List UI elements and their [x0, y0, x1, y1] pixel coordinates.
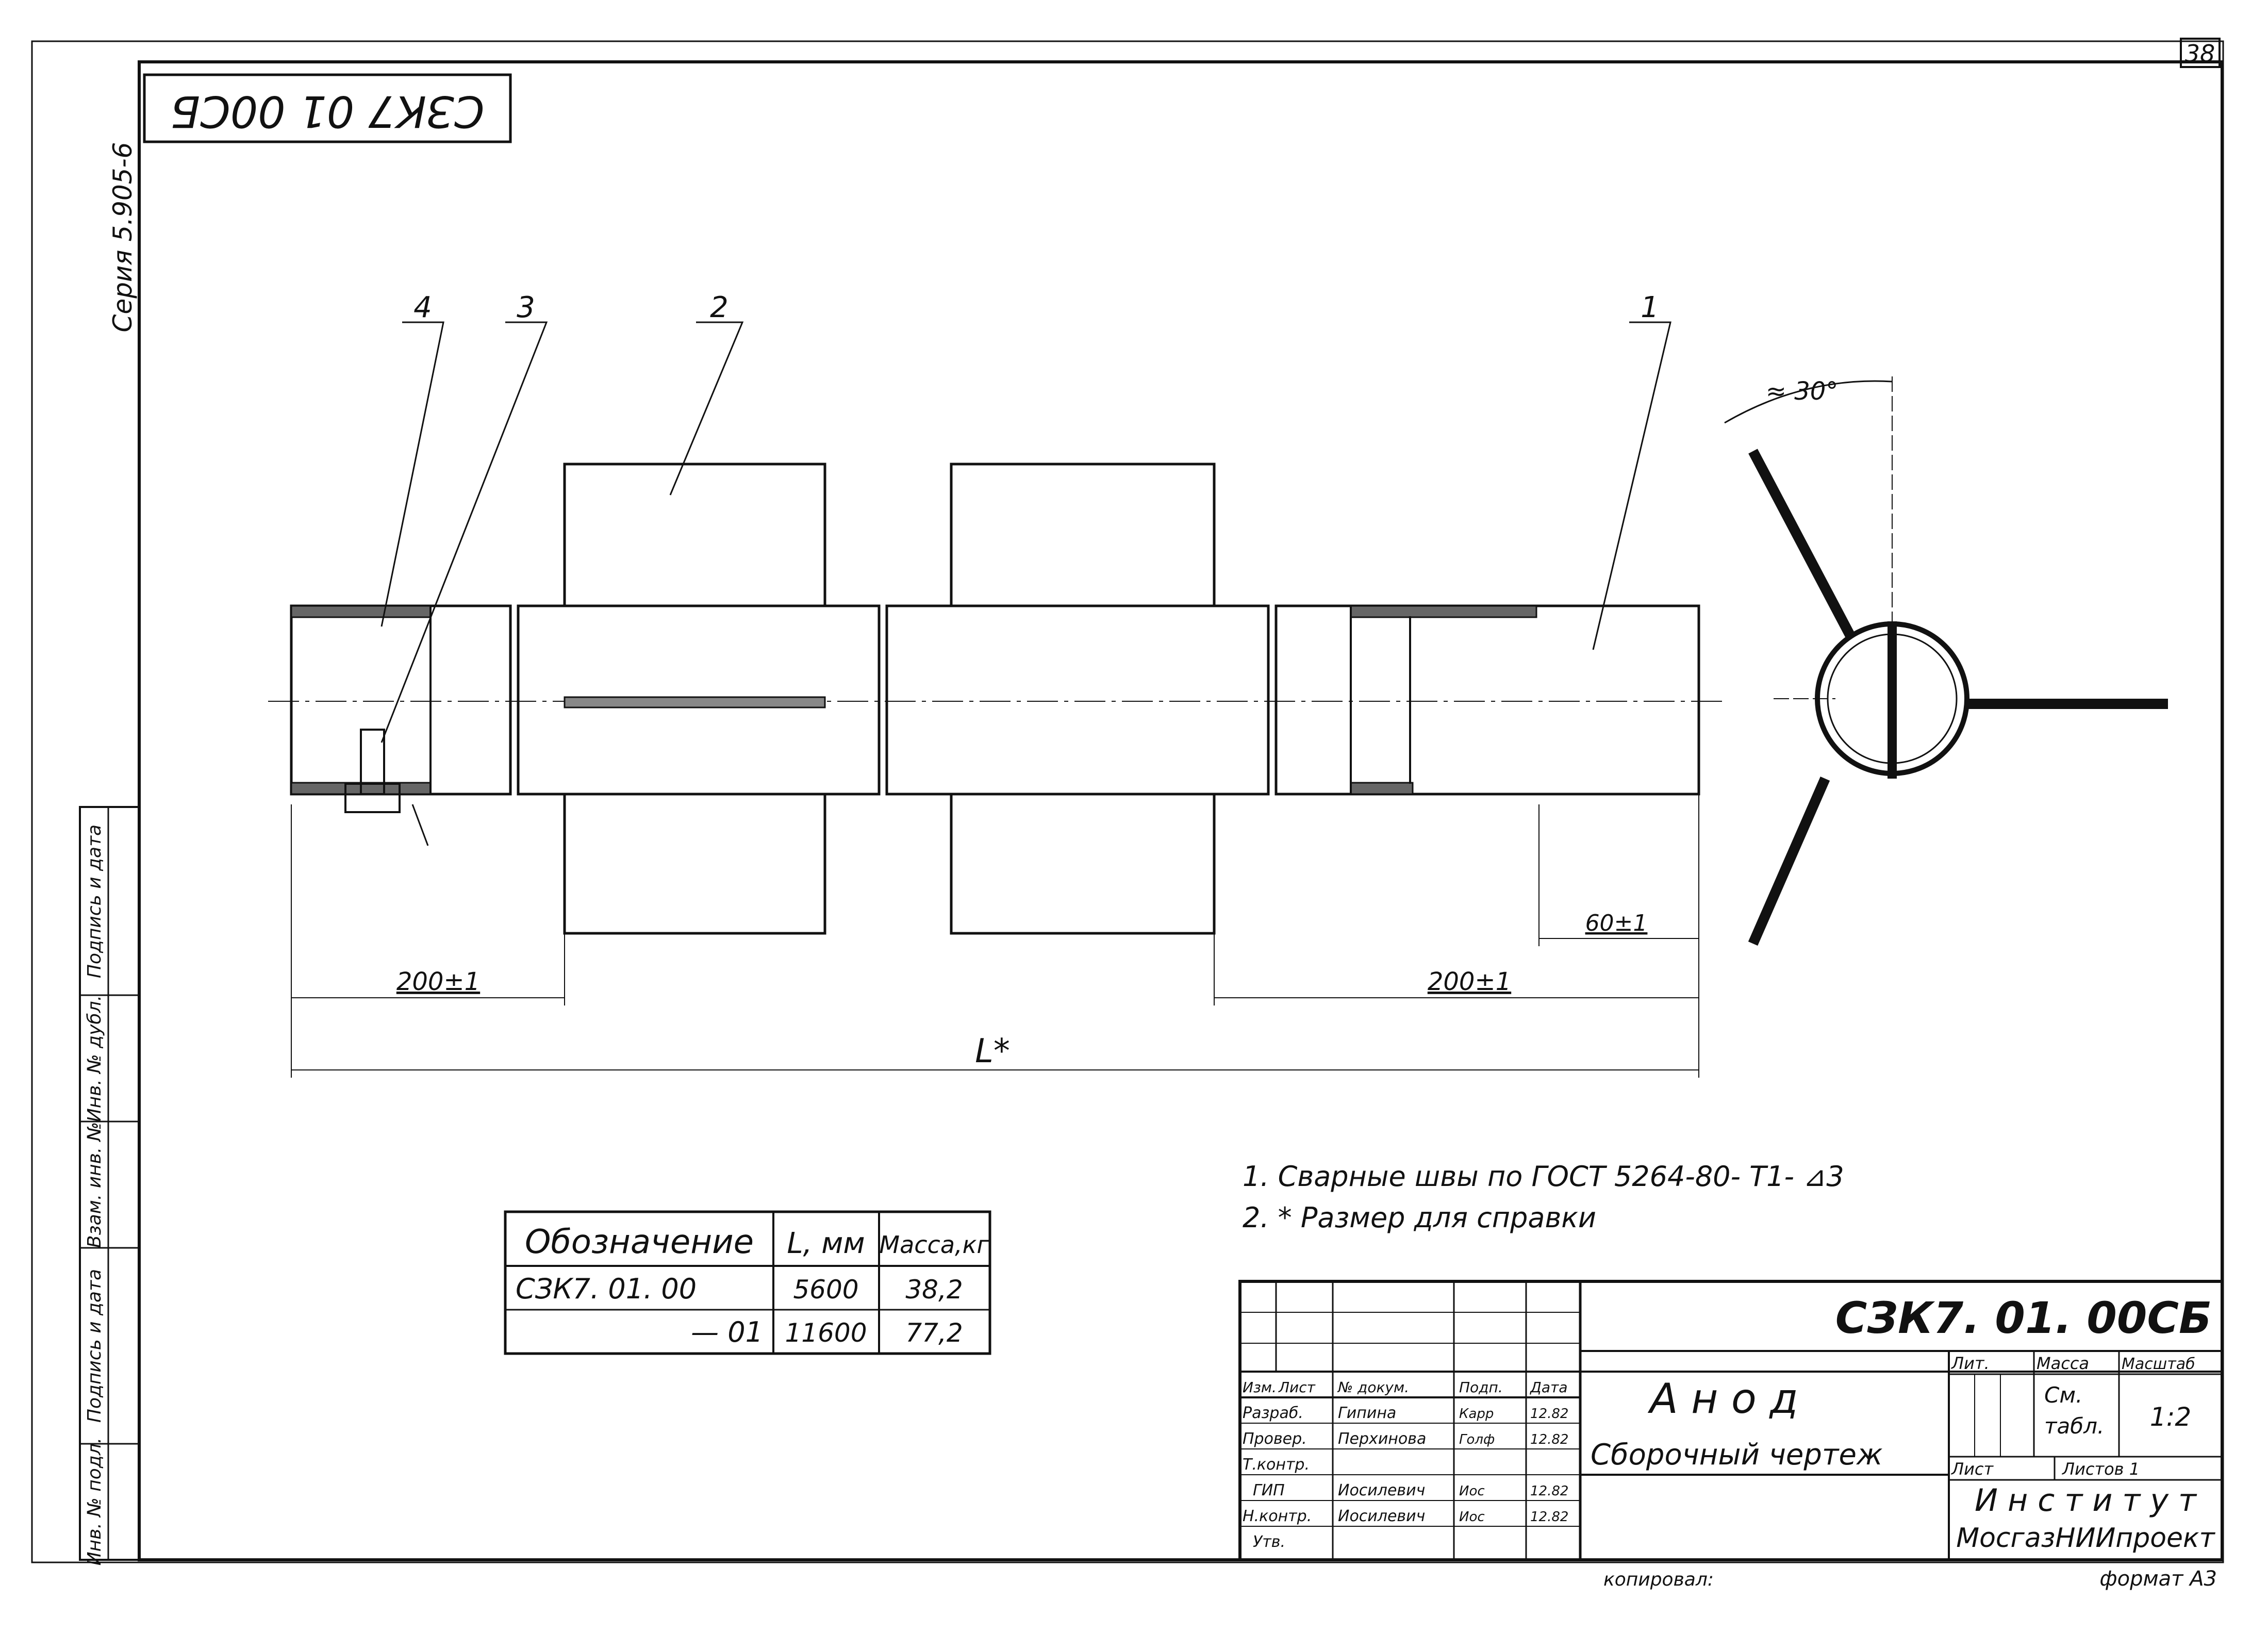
- tb-sign-5: Иос: [1459, 1509, 1485, 1525]
- dim-left-label: 200±1: [396, 967, 480, 996]
- side-label-4: Подпись и дата: [84, 1269, 105, 1423]
- tb-sign-4: Иос: [1459, 1483, 1485, 1499]
- electrode-block-bottom-1: [563, 793, 826, 935]
- tb-role-3: Т.контр.: [1243, 1456, 1310, 1474]
- tb-scale-label: Масштаб: [2122, 1355, 2195, 1373]
- series-label: Серия 5.905-6: [108, 142, 138, 333]
- tb-role-2: Провер.: [1243, 1430, 1307, 1448]
- tb-role-4: ГИП: [1253, 1481, 1285, 1499]
- title-block: [1238, 1280, 2224, 1561]
- fin-upper: [1748, 449, 1856, 639]
- tb-name-4: Иосилевич: [1338, 1481, 1425, 1499]
- side-label-2: Инв. № дубл.: [84, 995, 105, 1122]
- spec-row-1-length: 5600: [793, 1275, 858, 1305]
- angle-label: ≈ 30°: [1766, 377, 1839, 406]
- weld-seam: [564, 696, 826, 708]
- tb-role-1: Разраб.: [1243, 1404, 1303, 1422]
- tb-date-1: 12.82: [1530, 1406, 1568, 1422]
- tb-lit-label: Лит.: [1951, 1354, 1990, 1373]
- side-stamp: [79, 806, 140, 1561]
- dim-right-label: 200±1: [1428, 967, 1511, 996]
- tb-name-2: Перхинова: [1338, 1430, 1426, 1448]
- title-block-name: А н о д: [1647, 1375, 1798, 1423]
- tb-col-doc: № докум.: [1337, 1379, 1409, 1396]
- tb-date-5: 12.82: [1530, 1509, 1568, 1525]
- page-number-box: [2180, 38, 2221, 68]
- tb-mass-label: Масса: [2037, 1354, 2089, 1373]
- note-2: 2. * Размер для справки: [1243, 1201, 1596, 1234]
- tb-sheet-label: Лист: [1951, 1459, 1994, 1479]
- leader-label-2: 2: [710, 291, 729, 324]
- tb-institute-2: МосгазНИИпроект: [1956, 1523, 2215, 1554]
- tb-scale-value: 1:2: [2150, 1402, 2191, 1432]
- side-label-5: Инв. № подл.: [84, 1438, 105, 1565]
- tb-date-2: 12.82: [1530, 1432, 1568, 1447]
- pipe-right: [1274, 604, 1700, 796]
- spec-row-1-designation: СЗК7. 01. 00: [516, 1273, 697, 1305]
- leader-2: [669, 321, 744, 496]
- spec-table: [504, 1210, 991, 1355]
- tb-col-sign: Подп.: [1459, 1379, 1503, 1396]
- tb-date-4: 12.82: [1530, 1483, 1568, 1499]
- side-label-3: Взам. инв. №: [84, 1122, 105, 1248]
- code-box-top: [143, 73, 512, 143]
- tb-sign-2: Голф: [1459, 1432, 1495, 1447]
- leader-label-1: 1: [1641, 291, 1659, 324]
- tb-sheets-label: Листов 1: [2062, 1459, 2140, 1479]
- leader-1: [1592, 321, 1671, 650]
- page-number: 38: [2185, 40, 2215, 68]
- side-label-1: Подпись и дата: [84, 825, 105, 978]
- dim-length-label: L*: [975, 1032, 1010, 1070]
- tb-mass-value-2: табл.: [2044, 1413, 2104, 1439]
- electrode-block-bottom-2: [950, 793, 1216, 935]
- spec-header-mass: Масса,кг: [879, 1231, 989, 1259]
- pipe-center-2: [885, 604, 1270, 796]
- spec-row-2-designation: — 01: [691, 1316, 763, 1348]
- tb-col-izm: Изм.: [1243, 1379, 1277, 1396]
- tb-institute-1: И н с т и т у т: [1975, 1482, 2197, 1519]
- terminal-bolt: [360, 729, 385, 795]
- tb-role-6: Утв.: [1253, 1533, 1285, 1551]
- electrode-block-top-2: [950, 463, 1216, 607]
- footer-copied: копировал:: [1603, 1569, 1714, 1590]
- tb-name-1: Гипина: [1338, 1404, 1396, 1422]
- electrode-block-top-1: [563, 463, 826, 607]
- leader-label-4: 4: [413, 291, 432, 324]
- leader-label-3: 3: [517, 291, 535, 324]
- leader-4: [380, 321, 444, 627]
- tb-col-list: Лист: [1278, 1379, 1316, 1396]
- angle-arc: [1724, 380, 1893, 424]
- tb-role-5: Н.контр.: [1243, 1507, 1312, 1525]
- anode-assembly-view: [268, 321, 2168, 1078]
- pipe-left: [290, 604, 512, 796]
- note-1: 1. Сварные швы по ГОСТ 5264-80- Т1- ⊿3: [1243, 1160, 1844, 1193]
- spec-row-1-mass: 38,2: [905, 1275, 963, 1305]
- tb-sign-1: Карр: [1459, 1406, 1494, 1422]
- spec-row-2-mass: 77,2: [905, 1318, 963, 1348]
- footer-format: формат А3: [2099, 1567, 2217, 1591]
- spec-row-2-length: 11600: [785, 1318, 867, 1348]
- tb-name-5: Иосилевич: [1338, 1507, 1425, 1525]
- tb-mass-value-1: См.: [2044, 1382, 2082, 1408]
- tb-col-date: Дата: [1529, 1379, 1568, 1396]
- code-top-rotated: СЗК7 01 00СБ: [170, 86, 484, 137]
- leader-3: [380, 321, 548, 743]
- title-block-code: СЗК7. 01. 00СБ: [1835, 1293, 2212, 1343]
- dim-small-label: 60±1: [1585, 910, 1648, 936]
- spec-header-designation: Обозначение: [525, 1223, 754, 1261]
- title-block-doc-type: Сборочный чертеж: [1591, 1438, 1882, 1472]
- fin-lower: [1748, 776, 1830, 946]
- spec-header-length: L, мм: [787, 1227, 865, 1260]
